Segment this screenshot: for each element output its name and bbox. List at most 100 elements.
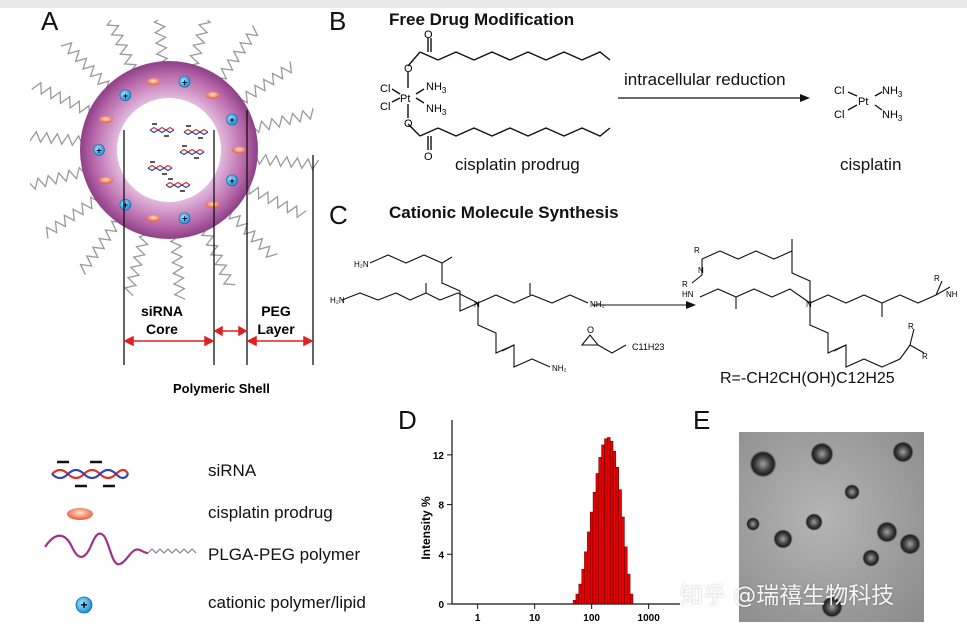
shell-prodrug <box>205 201 220 209</box>
shell-cation <box>226 174 238 187</box>
chart-bar <box>581 568 585 605</box>
core-sirna <box>147 161 173 175</box>
atom-cl-2: Cl <box>380 101 390 113</box>
svg-text:+: + <box>123 91 128 101</box>
cisplatin-label: cisplatin <box>840 155 902 174</box>
reaction-arrow-label: intracellular reduction <box>624 70 786 89</box>
svg-text:+: + <box>123 200 128 210</box>
shell-cation <box>119 89 132 102</box>
y-tick-label: 12 <box>433 451 445 462</box>
core-sirna <box>183 125 209 139</box>
shell-prodrug <box>98 176 113 184</box>
peg-chain <box>153 20 169 66</box>
legend-label-cationic: cationic polymer/lipid <box>208 593 366 612</box>
reagent-label: C11H23 <box>632 342 664 352</box>
atom-o-1: O <box>404 63 413 75</box>
tem-particle <box>749 450 777 478</box>
atom-nh3-2: NH3 <box>426 103 447 117</box>
chart-bar <box>609 440 614 605</box>
peg-chain <box>31 81 91 118</box>
peg-chain <box>200 225 236 286</box>
peg-chain <box>105 20 138 75</box>
legend-label-prodrug: cisplatin prodrug <box>208 503 333 522</box>
svg-text:NH₂: NH₂ <box>590 300 605 309</box>
legend-label-polymer: PLGA-PEG polymer <box>208 545 361 564</box>
atom-nh3-1: NH3 <box>426 81 447 95</box>
tem-particle <box>899 533 921 555</box>
shell-prodrug <box>98 116 113 124</box>
shell-cation <box>119 198 132 211</box>
svg-text:R: R <box>934 274 940 283</box>
peg-chain <box>60 41 110 93</box>
cisplatin-cl-1: Cl <box>834 85 844 97</box>
atom-cl-1: Cl <box>380 83 390 95</box>
tem-particle <box>746 517 760 531</box>
core-sirna <box>165 178 191 192</box>
peg-chain <box>254 153 320 171</box>
svg-text:NH: NH <box>946 290 958 299</box>
x-tick-label: 100 <box>583 613 600 624</box>
prodrug-icon <box>67 508 93 520</box>
panel-b-letter: B <box>329 6 347 36</box>
panel-b-title: Free Drug Modification <box>389 10 575 29</box>
chart-bar <box>575 593 579 605</box>
chart-bar <box>621 516 625 605</box>
polymer-icon <box>44 532 197 566</box>
shell-cation <box>178 212 191 225</box>
svg-text:R: R <box>908 322 914 331</box>
legend-label-sirna: siRNA <box>208 461 257 480</box>
chart-bar <box>589 511 594 605</box>
chart-bar <box>601 444 605 605</box>
chart-bar <box>618 489 622 605</box>
svg-text:N: N <box>698 266 704 275</box>
tem-particle <box>810 442 834 466</box>
shell-cation <box>93 144 105 156</box>
chart-bar <box>629 593 634 605</box>
cisplatin-prodrug-structure: Cl Cl Pt NH3 NH3 O O O O Cl Cl Pt NH3 NH… <box>380 30 903 163</box>
panel-d-letter: D <box>398 405 417 435</box>
top-strip <box>0 0 967 8</box>
tem-micrograph <box>739 432 924 622</box>
core-sirna <box>179 145 205 159</box>
svg-text:HN: HN <box>682 290 694 299</box>
y-tick-label: 4 <box>438 550 444 561</box>
svg-text:NH₂: NH₂ <box>552 364 567 373</box>
peg-chain <box>187 20 212 67</box>
shell-prodrug <box>205 91 220 99</box>
chart-ylabel: Intensity % <box>419 496 433 560</box>
shell-cation <box>226 113 238 126</box>
peg-chain <box>30 166 88 191</box>
peg-chain <box>228 207 278 259</box>
cisplatin-nh3-2: NH3 <box>882 109 903 123</box>
tem-particle <box>862 549 880 567</box>
dendrimer-synthesis-scheme: C11H23 O H₂N H₂N NH₂ NH₂ N N HN NH R R R… <box>330 239 958 373</box>
atom-o-4: O <box>424 151 433 163</box>
chart-bar <box>578 583 582 605</box>
svg-text:+: + <box>229 176 234 186</box>
svg-text:+: + <box>229 115 234 125</box>
chart-bar <box>595 473 600 605</box>
legend-icons: + <box>44 460 197 614</box>
svg-text:+: + <box>182 77 187 87</box>
chart-bar <box>572 600 577 605</box>
tem-particle <box>805 513 823 531</box>
tem-particle <box>844 484 860 500</box>
polymeric-shell-label: Polymeric Shell <box>173 381 270 396</box>
svg-text:+: + <box>80 598 87 612</box>
chart-bar <box>607 437 611 605</box>
shell-prodrug <box>146 78 161 86</box>
peg-chain <box>215 25 259 80</box>
svg-text:H₂N: H₂N <box>330 296 345 305</box>
tem-particle <box>773 529 793 549</box>
panel-a-letter: A <box>41 6 59 36</box>
watermark: 知乎 @瑞禧生物科技 <box>680 583 895 609</box>
peg-chain <box>45 196 102 239</box>
svg-text:H₂N: H₂N <box>354 260 369 269</box>
x-tick-label: 1000 <box>638 613 661 624</box>
shell-prodrug <box>146 214 161 222</box>
tem-particle <box>876 521 898 543</box>
atom-pt: Pt <box>400 93 410 105</box>
